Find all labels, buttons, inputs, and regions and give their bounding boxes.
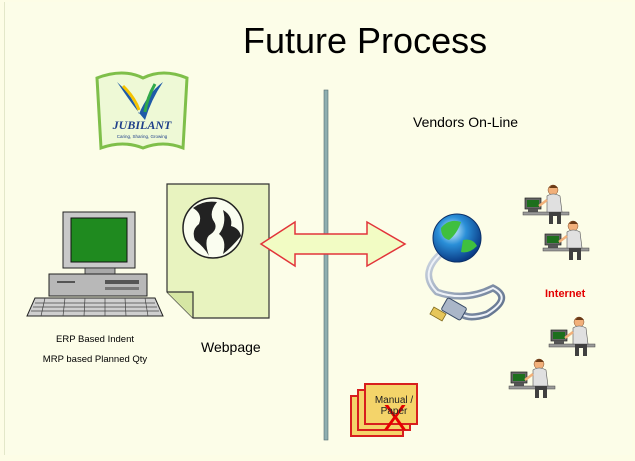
computer-icon [26, 211, 164, 317]
webpage-globe-icon [182, 197, 244, 259]
double-arrow [259, 220, 407, 268]
diagram-canvas: JUBILANT Caring, Sharing, Growing [26, 71, 597, 441]
rejected-x-mark: X [383, 397, 407, 438]
vendors-online-label: Vendors On-Line [413, 114, 519, 130]
slide-title: Future Process [243, 20, 488, 61]
vendor-computer-icon [521, 183, 571, 226]
manual-paper-label: Manual / Paper [374, 395, 414, 417]
webpage-label: Webpage [201, 339, 261, 355]
vendor-computer-icon [547, 315, 597, 358]
network-globe-icon [425, 213, 506, 322]
jubilant-logo: JUBILANT Caring, Sharing, Growing [95, 71, 189, 151]
divider-line [323, 89, 329, 441]
erp-indent-label: ERP Based Indent [56, 334, 134, 345]
logo-tagline: Caring, Sharing, Growing [117, 134, 168, 139]
vendor-computer-icon [507, 357, 557, 400]
internet-label: Internet [545, 288, 586, 300]
logo-text: JUBILANT [112, 118, 172, 132]
webpage-icon [166, 183, 270, 319]
slide: JUBILANT Caring, Sharing, Growing [4, 2, 632, 455]
mrp-planned-qty-label: MRP based Planned Qty [42, 354, 148, 365]
vendor-computer-icon [541, 219, 591, 262]
paper-stack-icon [350, 383, 418, 437]
